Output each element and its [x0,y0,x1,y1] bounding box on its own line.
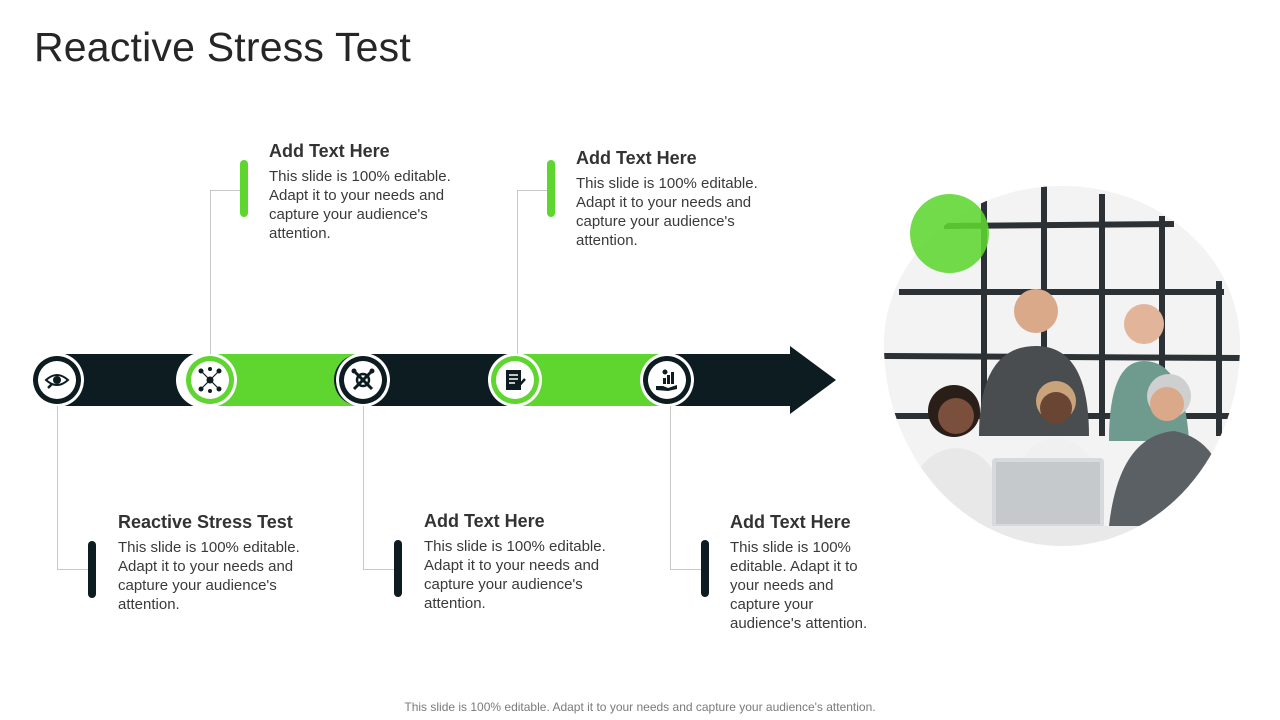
step-2-heading: Add Text Here [269,141,390,161]
checklist-pen-icon [506,370,526,390]
connector-5 [670,406,671,570]
step-4-icon-wrap [488,353,542,407]
accent-bar-2 [240,160,248,217]
accent-bar-1 [88,541,96,598]
connector-4 [517,190,518,354]
step-3-icon-wrap [336,353,390,407]
step-4-card: Add Text Here This slide is 100% editabl… [576,148,761,250]
connector-2-h [210,190,241,191]
step-4-body: This slide is 100% editable. Adapt it to… [576,175,758,249]
accent-bar-4 [547,160,555,217]
step-3-body: This slide is 100% editable. Adapt it to… [424,538,606,612]
step-3-card: Add Text Here This slide is 100% editabl… [424,511,609,613]
green-accent-circle [910,194,989,273]
timeline-arrow-head [790,346,836,414]
connector-2 [210,190,211,354]
team-photo [884,186,1240,546]
connector-3 [363,406,364,570]
step-5-icon-wrap [640,353,694,407]
step-5-card: Add Text Here This slide is 100% editabl… [730,512,880,633]
connector-3-h [363,569,395,570]
accent-bar-5 [701,540,709,597]
step-1-icon-wrap [30,353,84,407]
step-2-card: Add Text Here This slide is 100% editabl… [269,141,454,243]
footer-note: This slide is 100% editable. Adapt it to… [404,700,876,714]
connector-1-h [57,569,89,570]
connector-1 [57,406,58,570]
step-1-body: This slide is 100% editable. Adapt it to… [118,539,300,613]
slide-title: Reactive Stress Test [34,24,411,70]
connector-4-h [517,190,548,191]
growth-hand-icon [656,369,677,391]
eye-search-icon [44,374,70,389]
tools-crossed-icon [351,368,375,391]
step-2-body: This slide is 100% editable. Adapt it to… [269,168,451,242]
step-1-heading: Reactive Stress Test [118,512,293,532]
step-2-icon-wrap [183,353,237,407]
step-3-heading: Add Text Here [424,511,545,531]
step-5-body: This slide is 100% editable. Adapt it to… [730,539,868,632]
connector-5-h [670,569,702,570]
network-people-icon [198,367,222,393]
step-4-heading: Add Text Here [576,148,697,168]
step-5-heading: Add Text Here [730,512,851,532]
accent-bar-3 [394,540,402,597]
step-1-card: Reactive Stress Test This slide is 100% … [118,512,303,614]
